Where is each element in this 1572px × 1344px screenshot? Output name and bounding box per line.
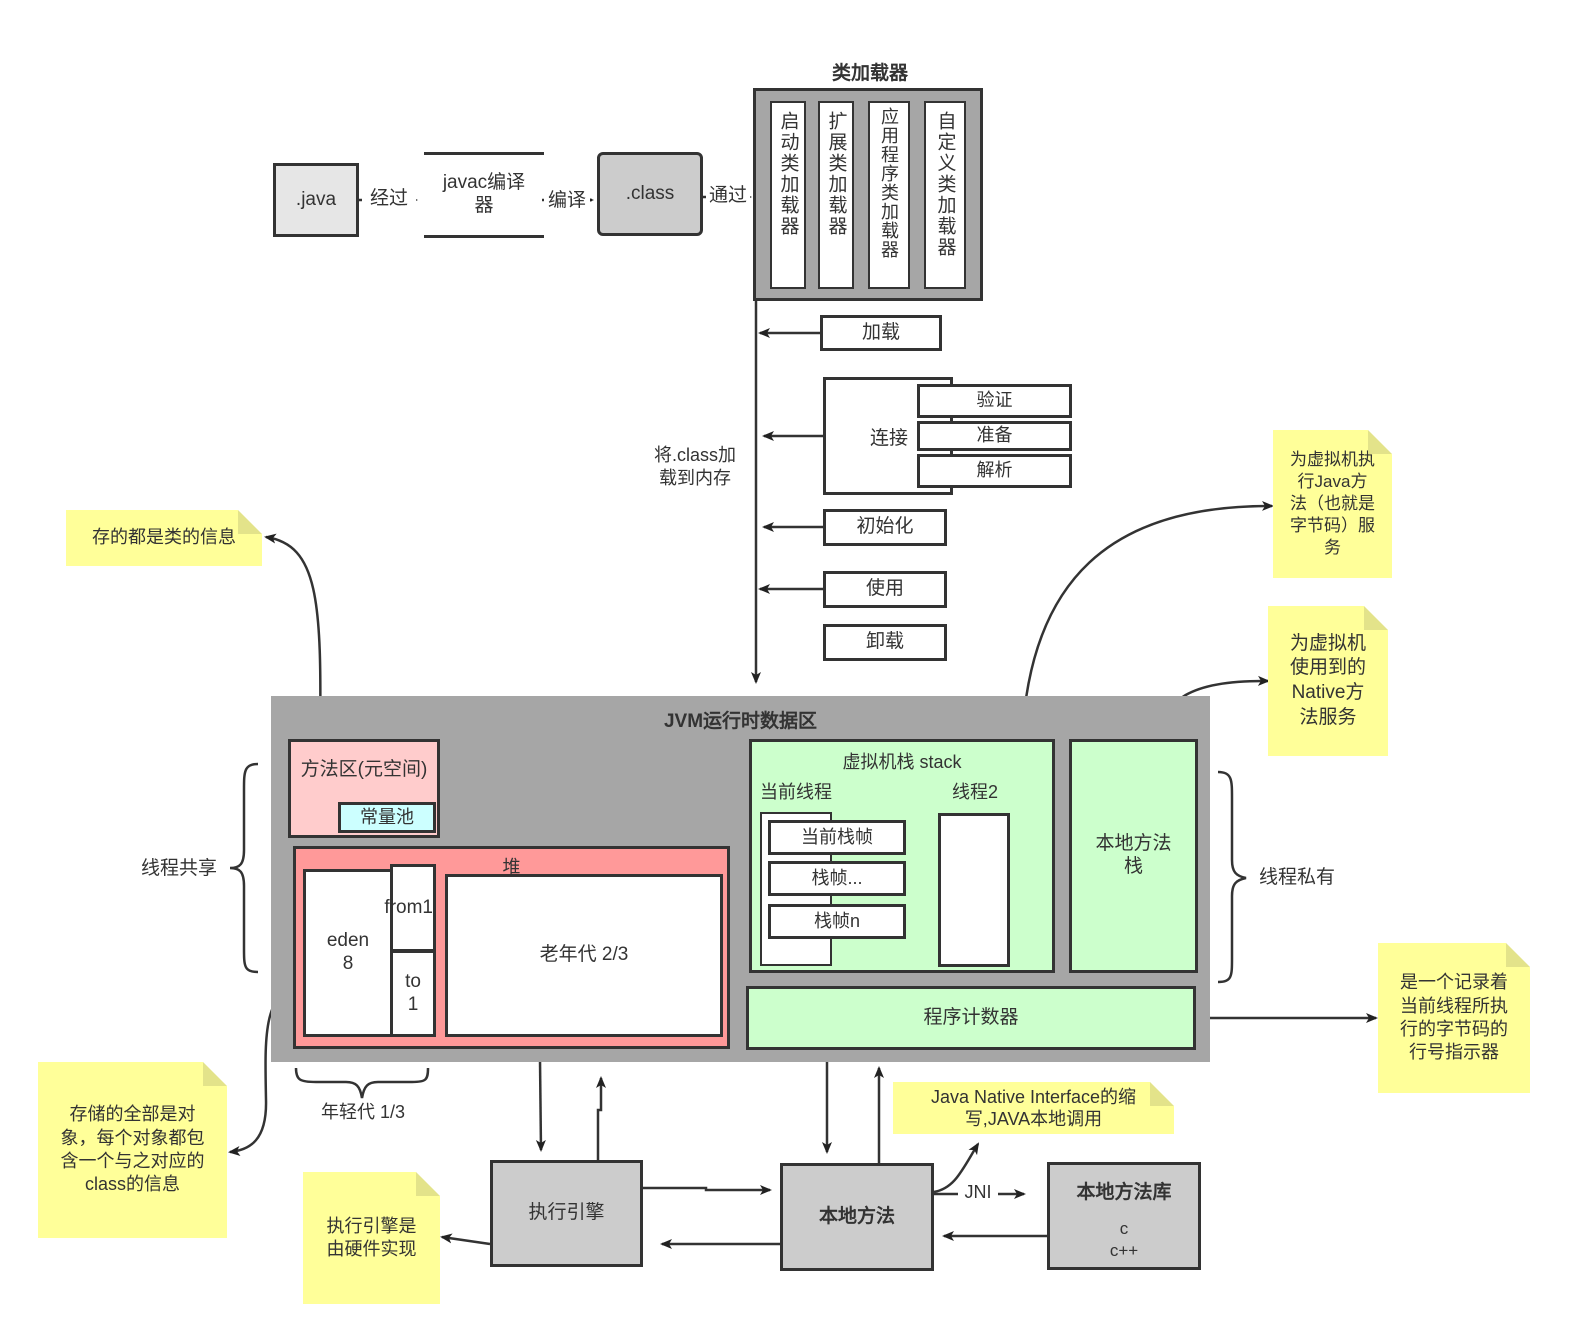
thread-shared-label: 线程共享 <box>136 858 222 881</box>
current-frame: 当前栈帧 <box>768 820 906 855</box>
native-method-library: 本地方法库 c c++ <box>1047 1162 1201 1270</box>
survivor-to: to 1 <box>390 950 436 1037</box>
thread2-stack <box>938 813 1010 967</box>
bootstrap-loader: 启动类加载器 <box>770 101 806 289</box>
link-prepare: 准备 <box>917 421 1072 451</box>
step-label-pass: 经过 <box>362 188 416 211</box>
stage-init: 初始化 <box>823 509 947 546</box>
method-area: 方法区(元空间) 常量池 <box>288 739 440 838</box>
native-lib-lang-c: c <box>1119 1219 1129 1238</box>
heap: 堆 eden 8 from1 to 1 老年代 2/3 <box>293 846 730 1049</box>
note-jni: Java Native Interface的缩 写,JAVA本地调用 <box>893 1082 1174 1134</box>
note-execution-engine: 执行引擎是 由硬件实现 <box>303 1172 440 1304</box>
old-generation: 老年代 2/3 <box>445 874 723 1037</box>
note-native-stack: 为虚拟机 使用到的 Native方 法服务 <box>1268 606 1388 756</box>
frame-n: 栈帧n <box>768 904 906 939</box>
frame-ellipsis: 栈帧... <box>768 861 906 896</box>
current-thread-label: 当前线程 <box>760 782 832 802</box>
note-method-area: 存的都是类的信息 <box>66 510 262 566</box>
note-vm-stack: 为虚拟机执 行Java方 法（也就是 字节码）服 务 <box>1273 430 1392 578</box>
stage-unload: 卸载 <box>823 624 947 661</box>
young-generation-label: 年轻代 1/3 <box>320 1102 406 1122</box>
extension-loader: 扩展类加载器 <box>818 101 854 289</box>
thread2-label: 线程2 <box>952 782 999 802</box>
vm-stack-label: 虚拟机栈 stack <box>842 752 962 772</box>
note-program-counter: 是一个记录着 当前线程所执 行的字节码的 行号指示器 <box>1378 943 1530 1093</box>
jni-label: JNI <box>958 1182 998 1204</box>
link-verify: 验证 <box>917 384 1072 418</box>
native-lib-title: 本地方法库 <box>1076 1182 1172 1203</box>
jvm-runtime-title: JVM运行时数据区 <box>663 711 818 732</box>
constant-pool: 常量池 <box>338 802 436 833</box>
native-method-stack: 本地方法 栈 <box>1069 739 1198 973</box>
eden-space: eden 8 <box>303 869 393 1037</box>
thread-private-label: 线程私有 <box>1254 867 1340 890</box>
class-loader-title: 类加载器 <box>831 63 908 84</box>
native-method: 本地方法 <box>780 1163 934 1271</box>
note-heap: 存储的全部是对 象，每个对象都包 含一个与之对应的 class的信息 <box>38 1062 227 1238</box>
heap-label: 堆 <box>502 857 521 877</box>
class-file-box: .class <box>597 152 703 236</box>
vm-stack: 虚拟机栈 stack 当前线程 线程2 当前栈帧 栈帧... 栈帧n <box>749 739 1055 973</box>
program-counter: 程序计数器 <box>746 986 1196 1050</box>
load-to-memory-label: 将.class加 载到内存 <box>640 444 750 491</box>
java-file-box: .java <box>273 163 359 237</box>
survivor-from: from1 <box>384 864 436 952</box>
class-loader-container: 启动类加载器 扩展类加载器 应用程序类加载器 自定义类加载器 <box>753 88 983 301</box>
method-area-label: 方法区(元空间) <box>300 759 428 780</box>
native-lib-lang-cpp: c++ <box>1109 1241 1139 1260</box>
application-loader: 应用程序类加载器 <box>868 101 910 289</box>
link-resolve: 解析 <box>917 454 1072 488</box>
stage-load: 加载 <box>820 315 942 351</box>
custom-loader: 自定义类加载器 <box>924 101 966 289</box>
javac-compiler: javac编译 器 <box>424 152 544 238</box>
step-label-compile: 编译 <box>544 190 590 213</box>
stage-use: 使用 <box>823 571 947 608</box>
execution-engine: 执行引擎 <box>490 1160 643 1267</box>
step-label-via: 通过 <box>706 185 750 208</box>
